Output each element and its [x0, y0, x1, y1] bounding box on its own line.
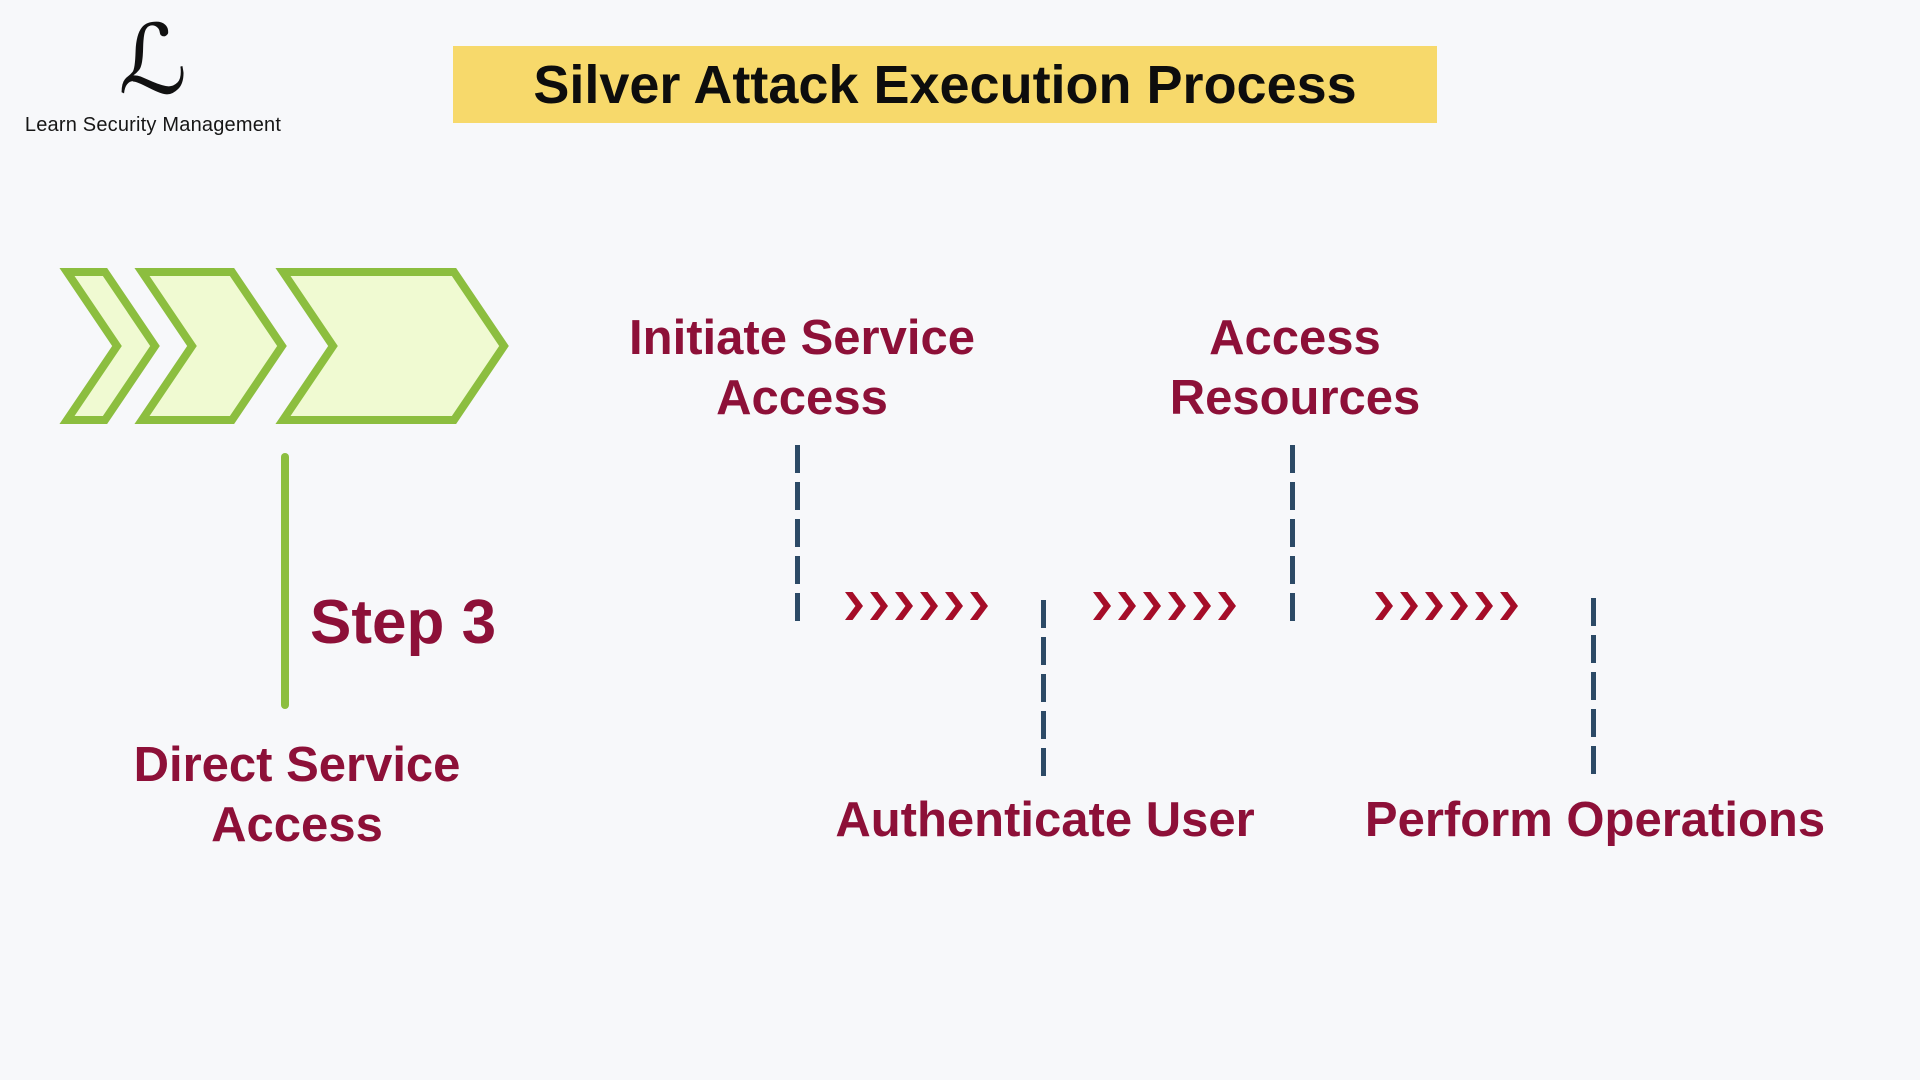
- chevron-right-icon: [920, 592, 938, 620]
- chevron-right-icon: [1400, 592, 1418, 620]
- chevron-right-icon: [1500, 592, 1518, 620]
- logo-script-l-icon: ℒ: [118, 4, 188, 116]
- flow-step-perform-operations: Perform Operations: [1364, 793, 1826, 847]
- chevron-right-icon: [895, 592, 913, 620]
- dashed-connector-access: [1290, 445, 1295, 626]
- step-caption: Direct Service Access: [133, 738, 461, 852]
- chevron-right-icon: [1118, 592, 1136, 620]
- page-title: Silver Attack Execution Process: [533, 54, 1357, 115]
- chevron-right-icon: [1375, 592, 1393, 620]
- chevron-right-icon: [1168, 592, 1186, 620]
- chevron-right-icon: [1425, 592, 1443, 620]
- dashed-connector-perform: [1591, 598, 1596, 781]
- chevron-right-icon: [1143, 592, 1161, 620]
- chevron-right-icon: [870, 592, 888, 620]
- flow-step-initiate-service-access: Initiate Service Access: [629, 311, 975, 425]
- chevron-right-icon: [1093, 592, 1111, 620]
- flow-step-authenticate-user: Authenticate User: [835, 793, 1255, 847]
- step-connector-line: [281, 453, 289, 709]
- logo-text: Learn Security Management: [24, 114, 282, 136]
- flow-arrows-2: [1093, 592, 1236, 620]
- chevron-right-icon: [1450, 592, 1468, 620]
- step-chevrons-icon: [59, 268, 509, 424]
- dashed-connector-initiate: [795, 445, 800, 624]
- chevron-right-icon: [970, 592, 988, 620]
- flow-arrows-3: [1375, 592, 1518, 620]
- title-banner: Silver Attack Execution Process: [453, 46, 1437, 123]
- chevron-right-icon: [1475, 592, 1493, 620]
- chevron-right-icon: [1193, 592, 1211, 620]
- chevron-right-icon: [1218, 592, 1236, 620]
- flow-arrows-1: [845, 592, 988, 620]
- chevron-right-icon: [945, 592, 963, 620]
- chevron-right-icon: [845, 592, 863, 620]
- flow-step-access-resources: Access Resources: [1169, 311, 1421, 425]
- step-number-label: Step 3: [310, 588, 497, 657]
- dashed-connector-authenticate: [1041, 600, 1046, 781]
- logo: ℒ Learn Security Management: [18, 12, 288, 137]
